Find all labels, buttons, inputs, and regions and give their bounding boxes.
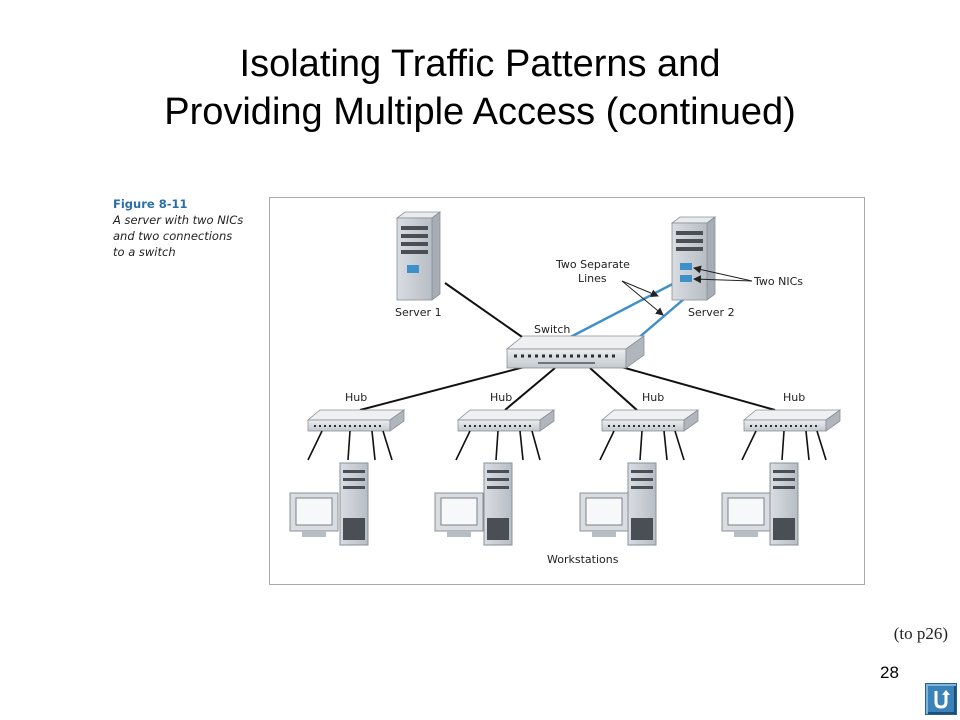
return-button[interactable] xyxy=(925,683,957,715)
label-hub-4: Hub xyxy=(783,391,805,404)
reference-note: (to p26) xyxy=(893,624,948,643)
label-switch: Switch xyxy=(534,323,570,336)
slide-title: Isolating Traffic Patterns and Providing… xyxy=(0,40,960,136)
arrow-nic-2 xyxy=(693,275,753,284)
label-server2: Server 2 xyxy=(688,306,735,319)
workstation-1 xyxy=(289,462,369,546)
workstation-4 xyxy=(721,462,799,546)
label-hub-2: Hub xyxy=(490,391,512,404)
figure-caption: Figure 8-11 A server with two NICs and t… xyxy=(113,196,263,260)
figure-desc-line-2: and two connections xyxy=(113,229,233,243)
label-two-separate-lines-1: Two Separate xyxy=(555,258,630,271)
network-diagram: Server 1 Server 2 Switch Two Separate Li… xyxy=(269,197,865,585)
arrow-nic-1 xyxy=(693,265,753,282)
page-number: 28 xyxy=(880,663,899,682)
hub-4 xyxy=(742,409,842,432)
return-arrow-icon xyxy=(934,690,950,709)
label-hub-3: Hub xyxy=(642,391,664,404)
cable-switch-hub2 xyxy=(504,367,556,411)
label-hub-1: Hub xyxy=(345,391,367,404)
hub-3 xyxy=(600,409,700,432)
workstation-2 xyxy=(434,462,513,546)
cable-switch-hub1 xyxy=(359,365,529,411)
figure-desc-line-3: to a switch xyxy=(113,245,176,259)
title-line-2: Providing Multiple Access (continued) xyxy=(164,91,796,133)
label-server1: Server 1 xyxy=(395,306,442,319)
hub-downlinks xyxy=(307,430,827,461)
switch-device xyxy=(505,335,646,369)
server1-tower xyxy=(395,211,442,301)
hub-2 xyxy=(456,409,556,432)
server2-tower xyxy=(670,216,717,301)
label-two-separate-lines-2: Lines xyxy=(578,272,607,285)
arrow-separate-lines-1 xyxy=(621,280,659,297)
label-two-nics: Two NICs xyxy=(753,275,803,288)
figure-desc-line-1: A server with two NICs xyxy=(113,213,244,227)
figure-label: Figure 8-11 xyxy=(113,197,188,211)
workstation-3 xyxy=(579,462,657,546)
arrow-separate-lines-2 xyxy=(621,280,664,316)
hub-1 xyxy=(306,409,406,432)
label-workstations: Workstations xyxy=(547,553,619,566)
title-line-1: Isolating Traffic Patterns and xyxy=(239,43,721,85)
cable-switch-hub4 xyxy=(617,365,776,411)
